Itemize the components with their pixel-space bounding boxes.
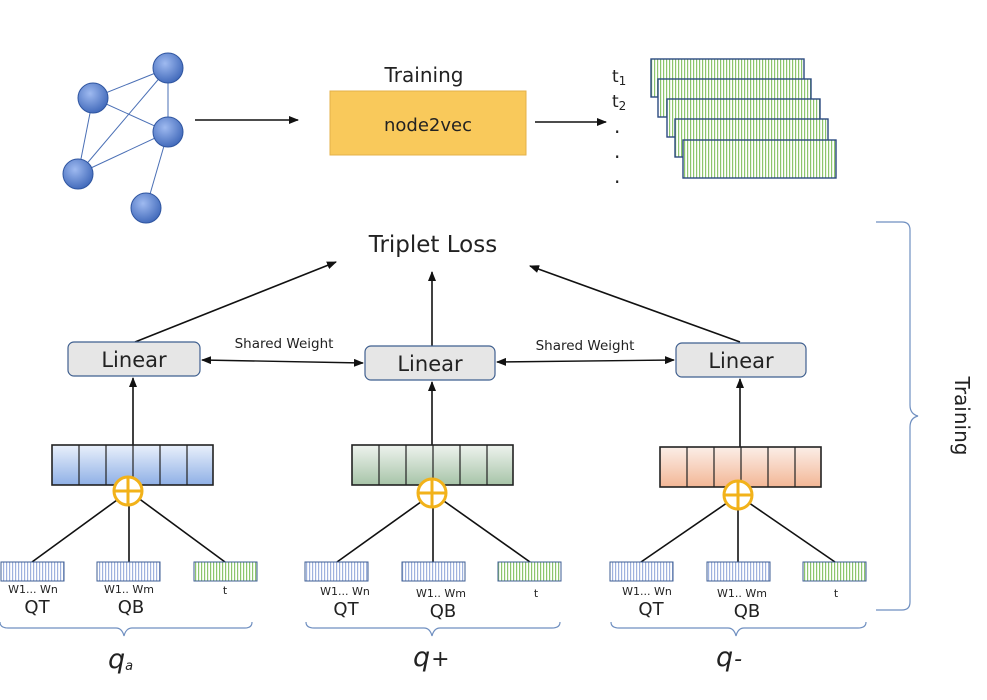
qb-words-a: W1.. Wm [104, 583, 154, 596]
qt-label-pos: QT [333, 599, 359, 620]
graph-node [77, 82, 109, 114]
triplet-loss-label: Triplet Loss [368, 232, 497, 258]
side-training-label: Training [950, 376, 974, 456]
shared-weight-arrow-left [201, 356, 364, 367]
t1-label: t1 [612, 67, 626, 88]
linear-label-neg: Linear [708, 349, 774, 373]
top-training-label: Training [384, 63, 464, 87]
linear-label-a: Linear [101, 348, 167, 372]
linear-box-neg [675, 342, 807, 378]
qt-words-neg: W1... Wn [622, 585, 672, 598]
ellipsis-dot: . [614, 114, 620, 138]
t-input-a [193, 561, 258, 582]
qb-input-pos [401, 561, 466, 582]
query-label-neg: q- [716, 642, 742, 673]
ellipsis-dot: . [614, 139, 620, 163]
training-brace [876, 221, 919, 611]
plus-icon [416, 477, 448, 509]
plus-icon [722, 479, 754, 511]
t-label-neg: t [834, 587, 839, 600]
qt-label-neg: QT [638, 599, 664, 620]
qt-label-a: QT [24, 597, 50, 618]
qt-words-pos: W1... Wn [320, 585, 370, 598]
qt-words-a: W1... Wn [8, 583, 58, 596]
node2vec-box [329, 90, 527, 156]
qt-input-a [0, 561, 65, 582]
t2-label: t2 [612, 92, 626, 113]
graph-node [152, 52, 184, 84]
linear-label-pos: Linear [397, 352, 463, 376]
graph-node [130, 192, 162, 224]
t-input-neg [802, 561, 867, 582]
shared-weight-label-right: Shared Weight [536, 338, 635, 354]
graph-illustration [62, 52, 184, 224]
query-label-a: qa [108, 644, 133, 675]
qb-words-pos: W1.. Wm [416, 587, 466, 600]
brace-query-pos [305, 621, 561, 637]
qb-input-neg [706, 561, 771, 582]
t-label-pos: t [534, 587, 539, 600]
qb-label-a: QB [118, 597, 145, 618]
brace-query-neg [610, 621, 867, 637]
qt-input-pos [304, 561, 369, 582]
graph-node [62, 158, 94, 190]
graph-node [152, 116, 184, 148]
plus-icon [112, 475, 144, 507]
shared-weight-arrow-right [496, 356, 675, 366]
shared-weight-label-left: Shared Weight [235, 336, 334, 352]
qb-label-neg: QB [734, 601, 761, 622]
arrow-linear-neg-to-loss [529, 265, 741, 343]
linear-box-a [67, 341, 201, 377]
qt-input-neg [609, 561, 674, 582]
query-label-pos: q+ [413, 642, 450, 673]
qb-label-pos: QB [430, 601, 457, 622]
qb-input-a [96, 561, 161, 582]
embedding-stack [650, 58, 837, 179]
ellipsis-dot: . [614, 164, 620, 188]
linear-box-pos [364, 345, 496, 381]
brace-query-a [0, 621, 253, 637]
t-input-pos [497, 561, 562, 582]
arrow-linear-a-to-loss [134, 261, 337, 343]
qb-words-neg: W1.. Wm [717, 587, 767, 600]
node2vec-label: node2vec [384, 115, 472, 136]
t-label-a: t [223, 584, 228, 597]
